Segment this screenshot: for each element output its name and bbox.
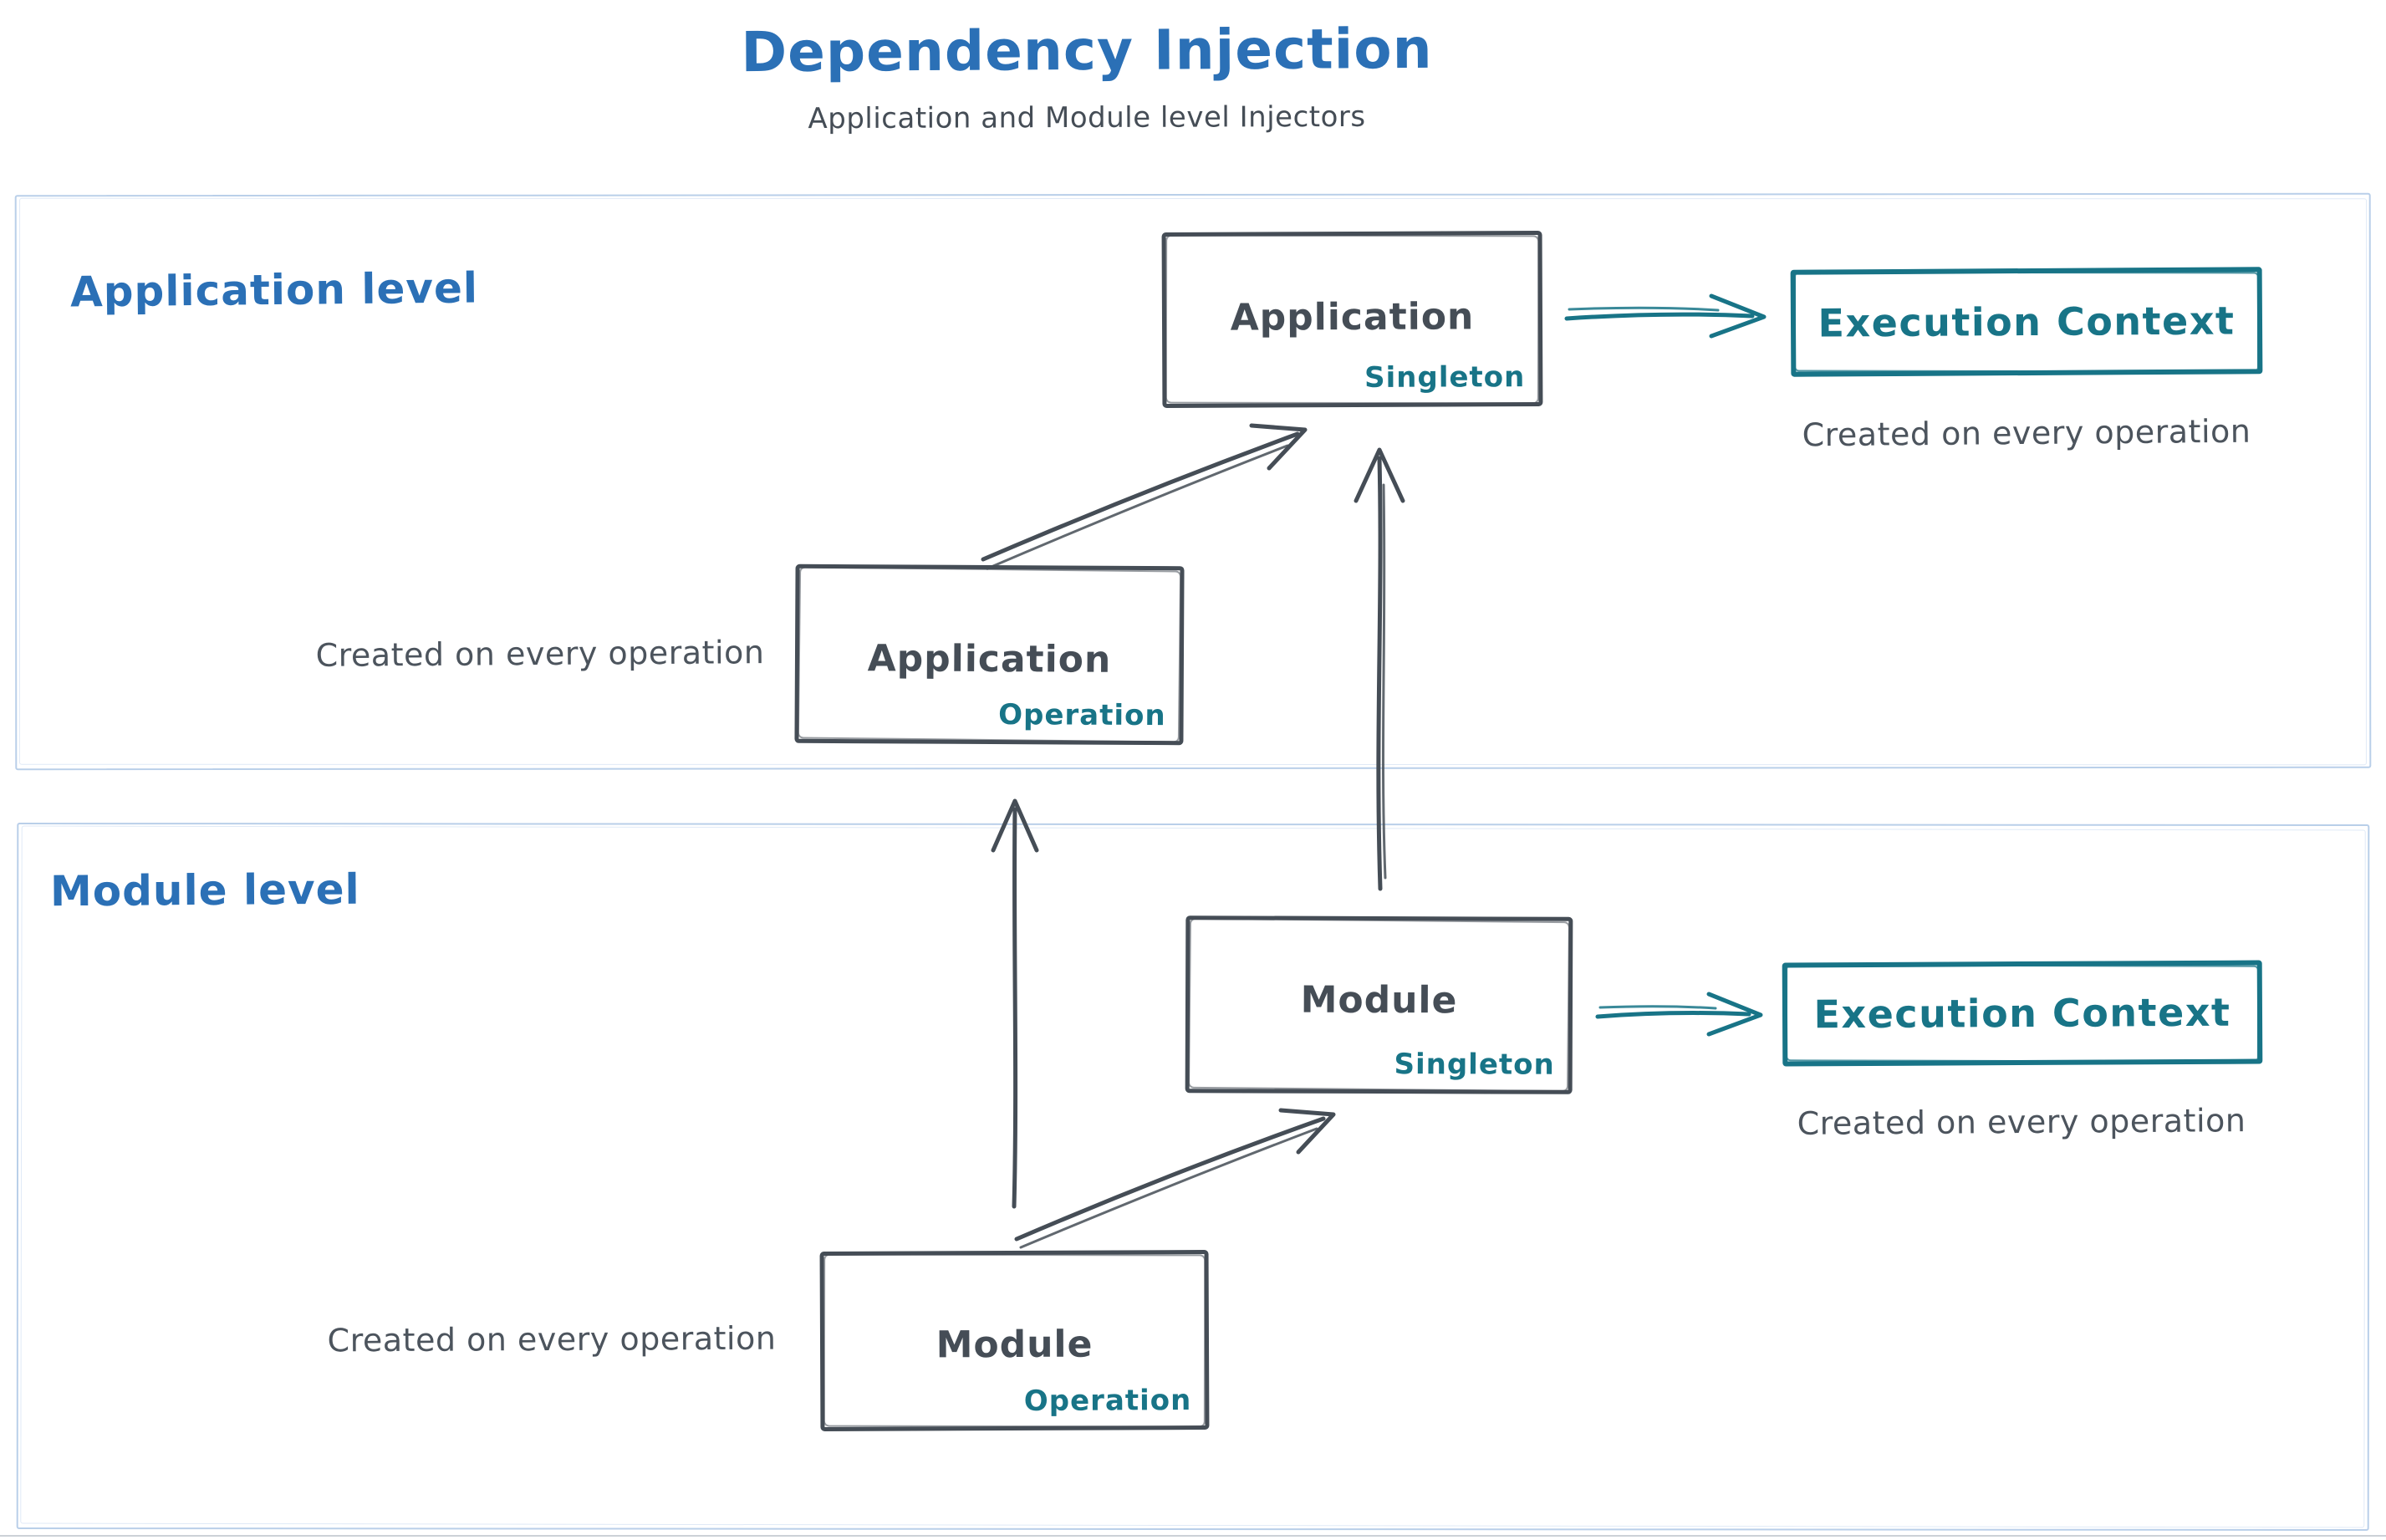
application-singleton-box: Application Singleton — [1161, 231, 1543, 408]
module-execution-context-caption: Created on every operation — [1797, 1102, 2246, 1142]
application-operation-scope: Operation — [998, 698, 1166, 733]
diagram-header: Dependency Injection Application and Mod… — [441, 0, 1733, 135]
module-singleton-box: Module Singleton — [1185, 915, 1573, 1094]
module-operation-caption: Created on every operation — [327, 1319, 777, 1359]
application-execution-context-box: Execution Context — [1790, 267, 2263, 377]
application-execution-context-caption: Created on every operation — [1802, 412, 2251, 454]
module-execution-context-label: Execution Context — [1813, 989, 2231, 1038]
module-operation-title: Module — [936, 1323, 1094, 1367]
application-execution-context-label: Execution Context — [1818, 298, 2236, 346]
module-singleton-title: Module — [1300, 978, 1458, 1022]
module-operation-box: Module Operation — [819, 1249, 1210, 1432]
application-operation-caption: Created on every operation — [315, 634, 765, 674]
module-operation-scope: Operation — [1023, 1384, 1192, 1418]
page-subtitle: Application and Module level Injectors — [808, 99, 1366, 136]
application-level-label: Application level — [69, 263, 479, 317]
module-execution-context-box: Execution Context — [1782, 960, 2263, 1067]
canvas-bottom-edge — [0, 1535, 2386, 1537]
module-level-label: Module level — [49, 864, 360, 916]
application-operation-title: Application — [867, 637, 1112, 681]
page-title: Dependency Injection — [741, 16, 1433, 85]
application-singleton-title: Application — [1230, 295, 1475, 339]
module-singleton-scope: Singleton — [1394, 1048, 1555, 1082]
application-operation-box: Application Operation — [794, 563, 1185, 746]
application-singleton-scope: Singleton — [1364, 360, 1526, 395]
